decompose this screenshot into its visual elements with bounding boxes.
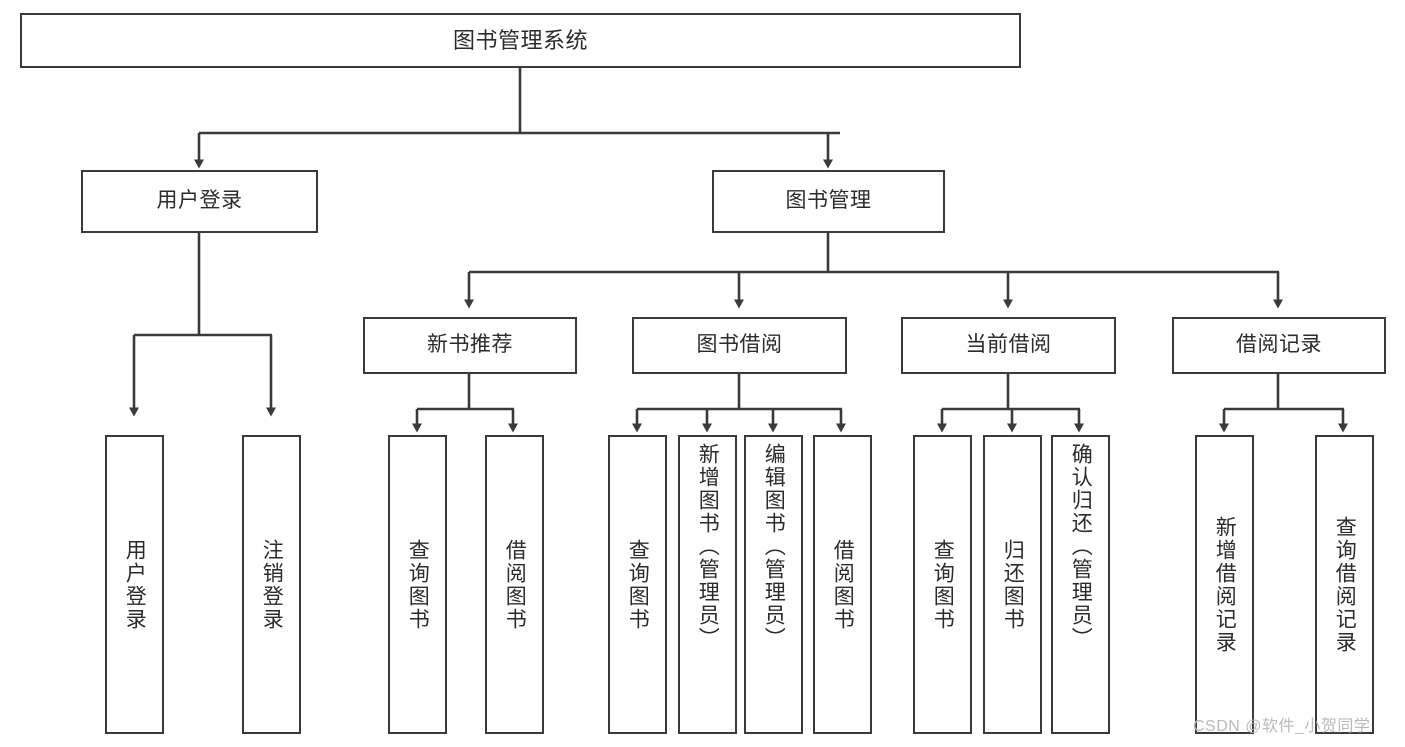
leaf-borrow-query-book[interactable]: 查询图书 xyxy=(608,435,667,734)
leaf-user-login-logout[interactable]: 注销登录 xyxy=(242,435,301,734)
node-label: 用户登录 xyxy=(156,189,243,213)
leaf-recommend-query-book[interactable]: 查询图书 xyxy=(388,435,447,734)
leaf-user-login-login[interactable]: 用户登录 xyxy=(105,435,164,734)
leaf-recommend-borrow-book[interactable]: 借阅图书 xyxy=(485,435,544,734)
leaf-record-add-record[interactable]: 新增借阅记录 xyxy=(1195,435,1254,734)
leaf-label: 借阅图书 xyxy=(503,538,527,631)
leaf-borrow-borrow-book[interactable]: 借阅图书 xyxy=(813,435,872,734)
leaf-label: 注销登录 xyxy=(260,538,284,631)
leaf-label: 用户登录 xyxy=(123,538,147,631)
node-user-login[interactable]: 用户登录 xyxy=(81,170,318,233)
leaf-current-query-book[interactable]: 查询图书 xyxy=(913,435,972,734)
leaf-label: 借阅图书 xyxy=(831,538,855,631)
node-book-management[interactable]: 图书管理 xyxy=(712,170,945,233)
leaf-label: 确认归还（管理员） xyxy=(1069,443,1093,650)
leaf-record-query-record[interactable]: 查询借阅记录 xyxy=(1315,435,1374,734)
leaf-borrow-edit-book-admin[interactable]: 编辑图书（管理员） xyxy=(744,435,803,734)
node-current-borrow[interactable]: 当前借阅 xyxy=(901,317,1116,374)
leaf-label: 归还图书 xyxy=(1001,538,1025,631)
leaf-label: 查询图书 xyxy=(931,538,955,631)
node-label: 图书管理 xyxy=(785,189,872,213)
leaf-label: 新增借阅记录 xyxy=(1213,515,1237,654)
node-borrow-record[interactable]: 借阅记录 xyxy=(1172,317,1386,374)
node-label: 借阅记录 xyxy=(1236,333,1322,357)
node-label: 图书借阅 xyxy=(696,333,783,357)
leaf-label: 查询借阅记录 xyxy=(1333,515,1357,654)
leaf-label: 新增图书（管理员） xyxy=(696,443,720,650)
node-new-book-recommend[interactable]: 新书推荐 xyxy=(363,317,577,374)
watermark-text: CSDN @软件_小贺同学 xyxy=(1193,718,1371,735)
node-book-borrow[interactable]: 图书借阅 xyxy=(632,317,847,374)
node-root-system[interactable]: 图书管理系统 xyxy=(20,13,1021,68)
leaf-label: 查询图书 xyxy=(406,538,430,631)
leaf-current-confirm-return-admin[interactable]: 确认归还（管理员） xyxy=(1051,435,1110,734)
leaf-current-return-book[interactable]: 归还图书 xyxy=(983,435,1042,734)
leaf-label: 查询图书 xyxy=(626,538,650,631)
leaf-label: 编辑图书（管理员） xyxy=(762,443,786,650)
leaf-borrow-add-book-admin[interactable]: 新增图书（管理员） xyxy=(678,435,737,734)
node-label: 当前借阅 xyxy=(965,333,1052,357)
node-label: 新书推荐 xyxy=(427,333,513,357)
node-label: 图书管理系统 xyxy=(452,27,588,53)
